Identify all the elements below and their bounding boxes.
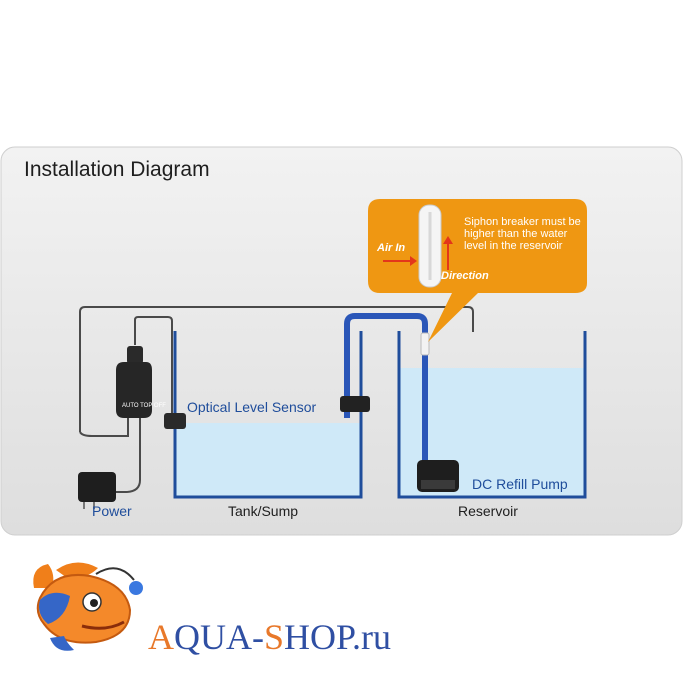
brand-letter-s: S bbox=[263, 617, 285, 657]
controller-cap bbox=[127, 346, 143, 364]
optical-level-sensor bbox=[164, 413, 186, 429]
air-in-arrow bbox=[383, 256, 417, 266]
controller-label: AUTO TOP OFF bbox=[122, 403, 166, 409]
controller-body bbox=[116, 362, 152, 418]
reservoir-walls bbox=[397, 331, 587, 499]
diagram-drawing bbox=[0, 146, 683, 536]
brand-tld: .ru bbox=[352, 617, 392, 657]
aqua-shop-fish-logo-icon bbox=[33, 562, 143, 651]
direction-label: Direction bbox=[441, 270, 489, 282]
installation-diagram-panel bbox=[0, 146, 683, 536]
hose-clip bbox=[340, 396, 370, 412]
brand-letter-a: A bbox=[148, 617, 174, 657]
reservoir-label: Reservoir bbox=[458, 503, 518, 519]
brand-hop: HOP bbox=[284, 617, 353, 657]
siphon-breaker bbox=[420, 332, 430, 356]
pump-grill bbox=[421, 480, 455, 489]
tank-water bbox=[176, 423, 360, 496]
power-label: Power bbox=[92, 503, 132, 519]
aqua-shop-brand-text: AQUA-SHOP.ru bbox=[148, 616, 391, 658]
tank-sump-label: Tank/Sump bbox=[228, 503, 299, 519]
cable-loop bbox=[79, 306, 474, 432]
air-in-label: Air In bbox=[377, 242, 406, 254]
sensor-cable bbox=[134, 316, 173, 418]
optical-level-sensor-label: Optical Level Sensor bbox=[187, 399, 317, 415]
power-adapter bbox=[78, 472, 116, 502]
direction-arrow bbox=[443, 236, 453, 270]
adapter-cable bbox=[112, 418, 141, 493]
dc-refill-pump-label: DC Refill Pump bbox=[472, 476, 568, 492]
siphon-breaker-note: Siphon breaker must be higher than the w… bbox=[464, 216, 581, 252]
brand-qua: QUA- bbox=[174, 617, 264, 657]
refill-hose bbox=[344, 313, 428, 465]
power-cable bbox=[79, 418, 129, 437]
diagram-title: Installation Diagram bbox=[24, 158, 210, 181]
